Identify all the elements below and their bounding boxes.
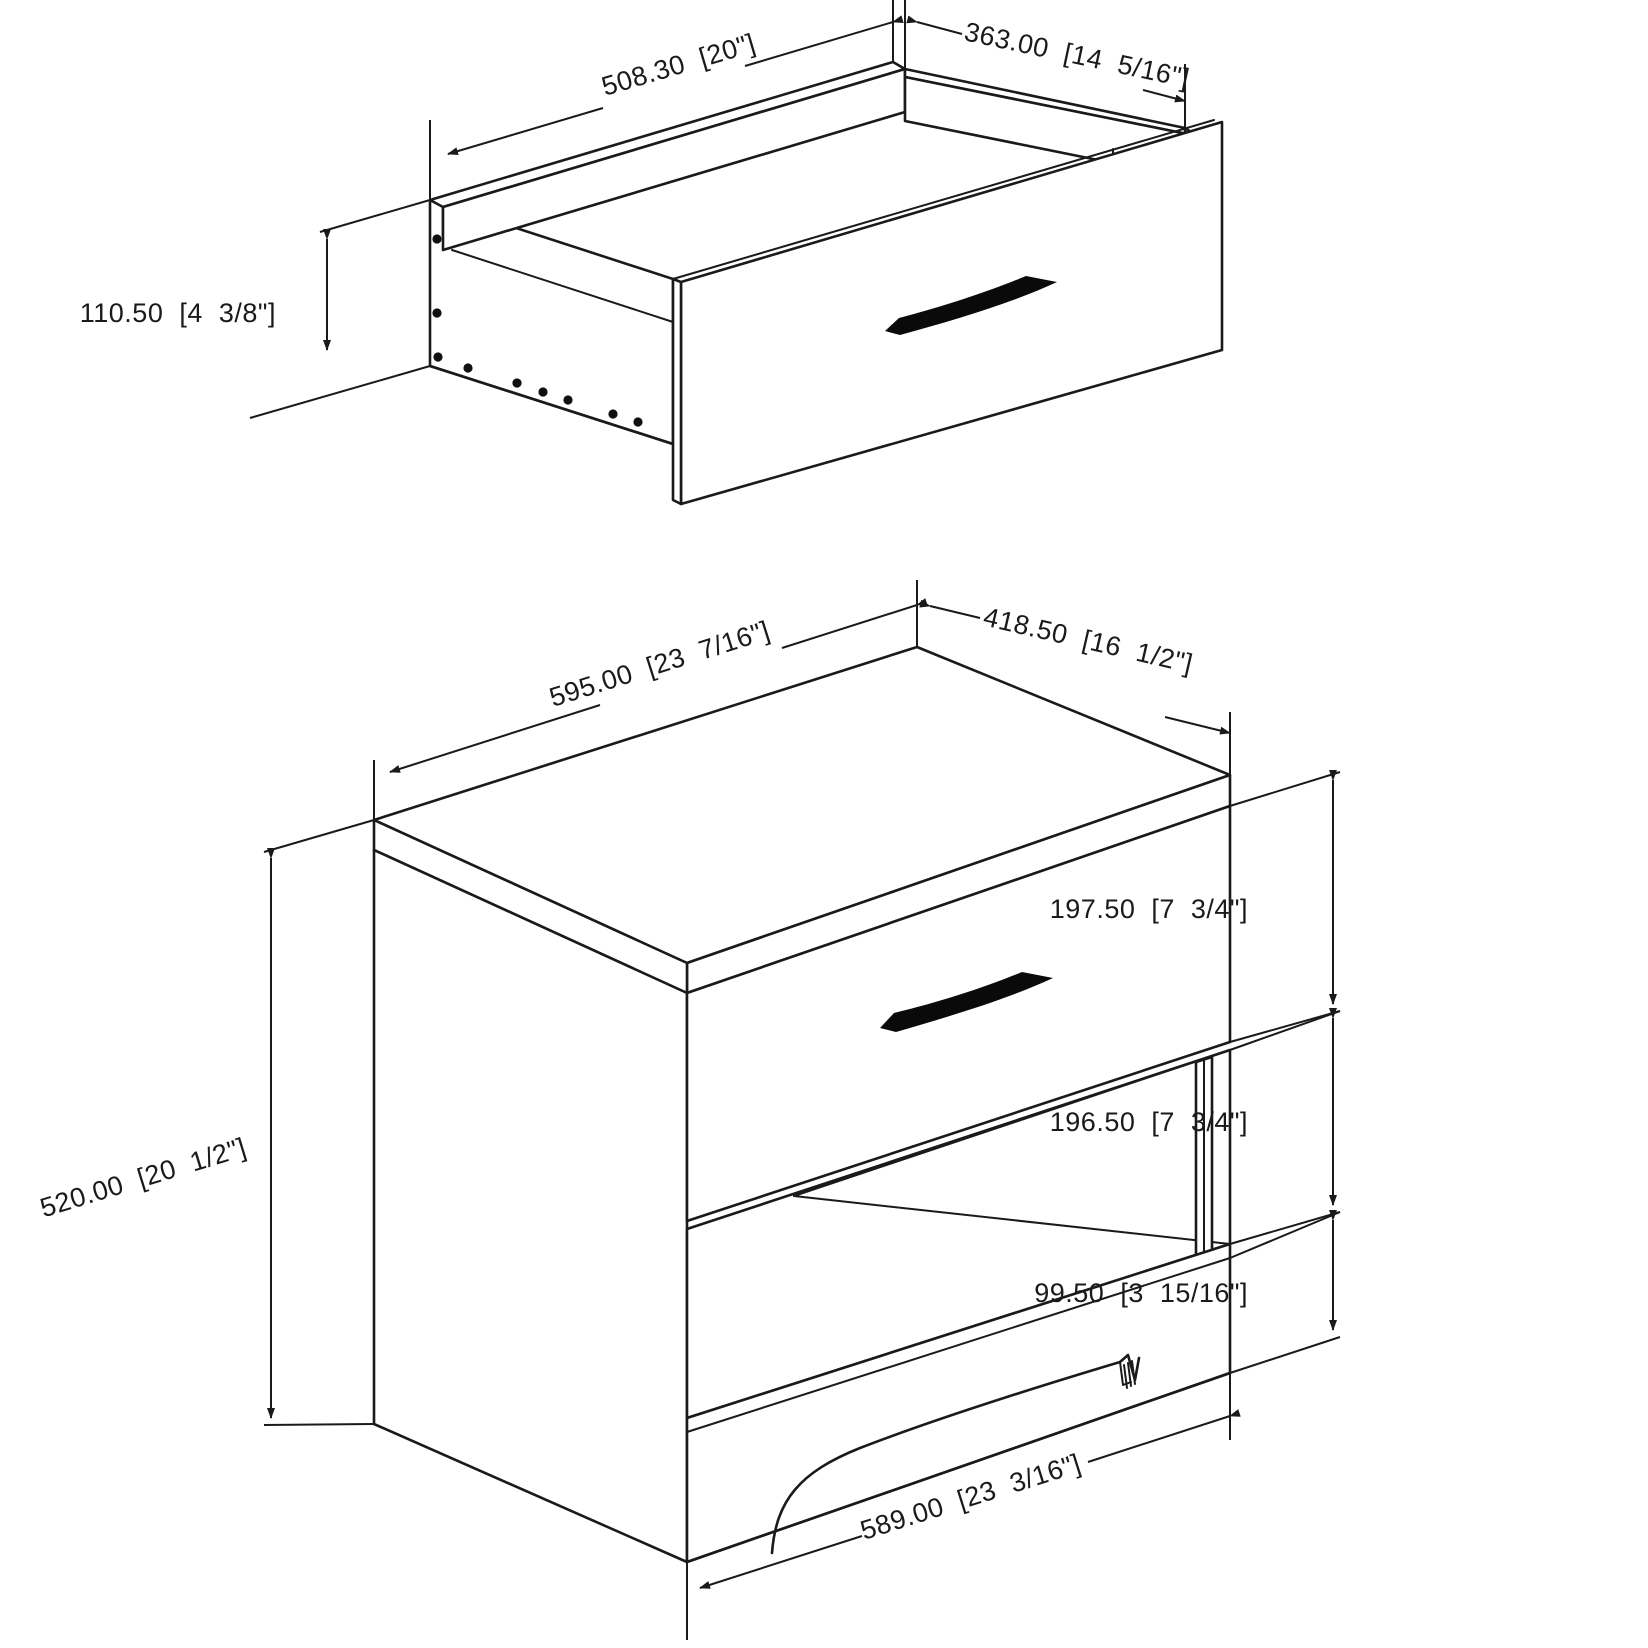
screw-hole xyxy=(633,417,643,427)
screw-hole xyxy=(538,387,548,397)
dimension-label-196: 196.50 [7 3/4"] xyxy=(1050,1107,1248,1137)
cabinet-drawer-handle-icon xyxy=(880,972,1053,1032)
drawer-handle-icon xyxy=(885,276,1057,335)
dowel-hole xyxy=(433,352,443,362)
dimension-drawer-height: 110.50 [4 3/8"] xyxy=(80,199,431,419)
dimension-label-099: 99.50 [3 15/16"] xyxy=(1034,1278,1248,1308)
screw-hole xyxy=(463,363,473,373)
screw-hole xyxy=(512,378,522,388)
dimension-label-363: 363.00 [14 5/16"] xyxy=(962,17,1192,94)
dimension-shelf-opening-height: 196.50 [7 3/4"] xyxy=(1050,1008,1341,1245)
dimension-label-197: 197.50 [7 3/4"] xyxy=(1050,894,1248,924)
drawer-front-edge xyxy=(671,277,683,506)
dimension-label-520: 520.00 [20 1/2"] xyxy=(37,1132,250,1223)
nightstand-cabinet-geometry xyxy=(372,645,1232,1564)
kickplate-arch xyxy=(770,1353,1141,1555)
drawer-assembly-geometry xyxy=(428,60,1224,506)
dimension-drawer-front-height: 197.50 [7 3/4"] xyxy=(1050,770,1341,1043)
dowel-hole xyxy=(432,234,442,244)
dimension-label-418: 418.50 [16 1/2"] xyxy=(981,602,1196,679)
drawer-rear-wall xyxy=(441,67,907,252)
dimension-label-595: 595.00 [23 7/16"] xyxy=(546,615,774,713)
dimension-cabinet-height: 520.00 [20 1/2"] xyxy=(37,819,375,1426)
dimension-label-110: 110.50 [4 3/8"] xyxy=(80,298,276,328)
dimension-label-508: 508.30 [20"] xyxy=(598,28,759,102)
screw-hole xyxy=(608,409,618,419)
dowel-hole xyxy=(432,308,442,318)
dimension-base-height: 99.50 [3 15/16"] xyxy=(1034,1210,1341,1374)
screw-hole xyxy=(563,395,573,405)
